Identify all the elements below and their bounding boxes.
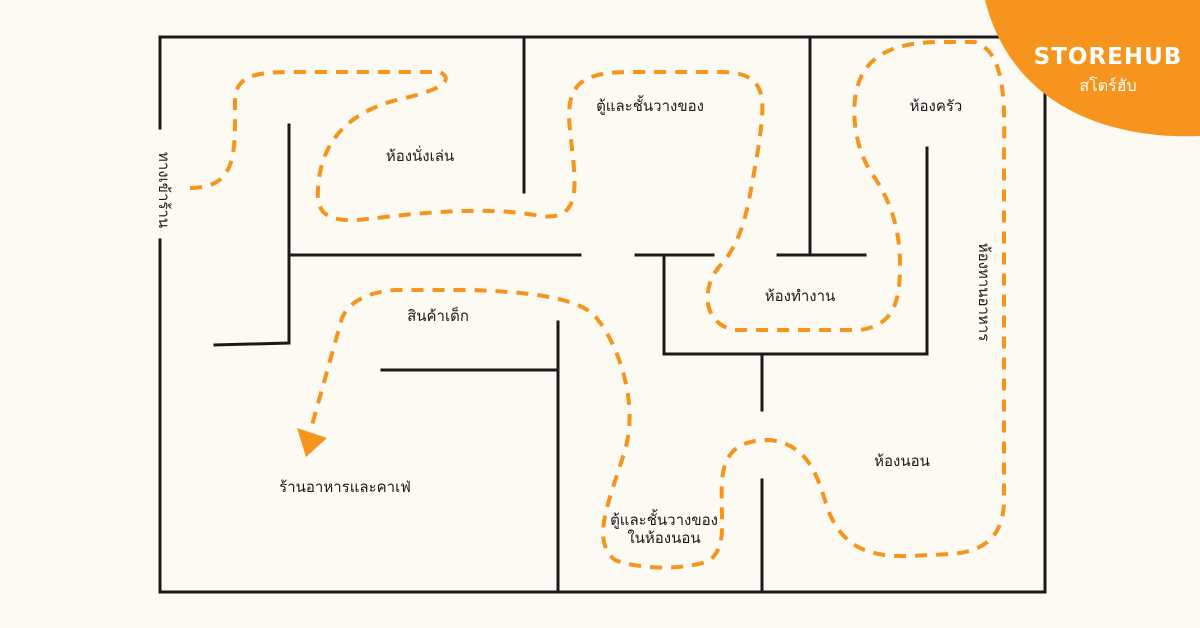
label-dining-room: ห้องทานอาหาร (975, 243, 993, 342)
label-entrance: ทางเข้าร้าน (155, 152, 173, 228)
brand-badge: STOREHUB สโตร์ฮับ (985, 0, 1200, 137)
label-bedroom: ห้องนอน (874, 452, 930, 470)
route-dashed-line (189, 40, 1007, 570)
room-labels: ทางเข้าร้าน ห้องนั่งเล่น ตู้และชั้นวางขอ… (155, 95, 993, 547)
label-living-room: ห้องนั่งเล่น (386, 145, 454, 165)
floor-plan-walls (158, 35, 1047, 594)
label-restaurant-cafe: ร้านอาหารและคาเฟ่ (279, 478, 411, 496)
label-bedroom-cabinets-line1: ตู้และชั้นวางของ (610, 509, 718, 529)
outer-wall (158, 35, 1047, 594)
label-kitchen: ห้องครัว (910, 97, 963, 115)
customer-route (189, 40, 1007, 570)
label-bedroom-cabinets-line2: ในห้องนอน (627, 529, 700, 547)
brand-logo-text: STOREHUB (1034, 44, 1183, 70)
wall-living-left (213, 123, 291, 347)
brand-badge-shape (985, 0, 1200, 137)
route-arrowhead (297, 428, 327, 457)
wall-office-enclosure (662, 146, 929, 356)
brand-logo-text-thai: สโตร์ฮับ (1079, 76, 1136, 95)
label-kids-products: สินค้าเด็ก (407, 306, 469, 325)
label-cabinets: ตู้และชั้นวางของ (596, 95, 704, 115)
label-office: ห้องทำงาน (765, 287, 836, 305)
